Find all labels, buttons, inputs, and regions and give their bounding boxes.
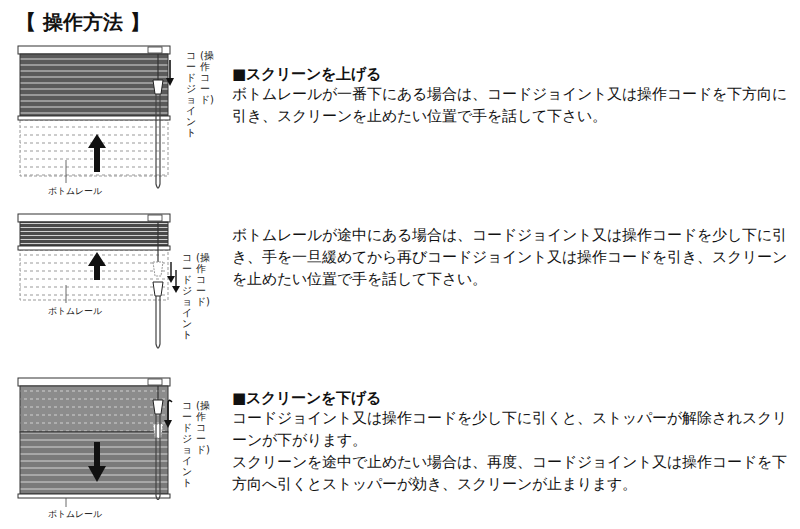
section-heading: ■スクリーンを下げる bbox=[232, 388, 381, 410]
part-name: (操作コード) bbox=[196, 252, 206, 307]
screen-raise-2 bbox=[18, 214, 180, 348]
part-name: コードジョイント bbox=[182, 400, 192, 488]
part-name: コードジョイント bbox=[182, 252, 192, 340]
part-name: ボトムレール bbox=[48, 185, 102, 198]
screen-lower bbox=[18, 378, 172, 507]
instruction-text: ボトムレールが途中にある場合は、コードジョイント又は操作コードを少し下に引き、手… bbox=[232, 225, 794, 290]
part-name: ボトムレール bbox=[48, 508, 102, 521]
instruction-text: スクリーンを途中で止めたい場合は、再度、コードジョイント又は操作コードを下方向へ… bbox=[232, 452, 794, 496]
screen-raise-1 bbox=[18, 46, 174, 188]
instruction-text: ボトムレールが一番下にある場合は、コードジョイント又は操作コードを下方向に引き、… bbox=[232, 84, 794, 128]
part-name: (操作コード) bbox=[200, 50, 210, 105]
part-name: コードジョイント bbox=[186, 50, 196, 138]
section-heading: ■スクリーンを上げる bbox=[232, 64, 381, 86]
page-title: 【 操作方法 】 bbox=[16, 8, 150, 37]
instruction-text: コードジョイント又は操作コードを少し下に引くと、ストッパーが解除されスクリーンが… bbox=[232, 408, 794, 452]
part-name: ボトムレール bbox=[48, 305, 102, 318]
part-name: (操作コード) bbox=[196, 400, 206, 455]
